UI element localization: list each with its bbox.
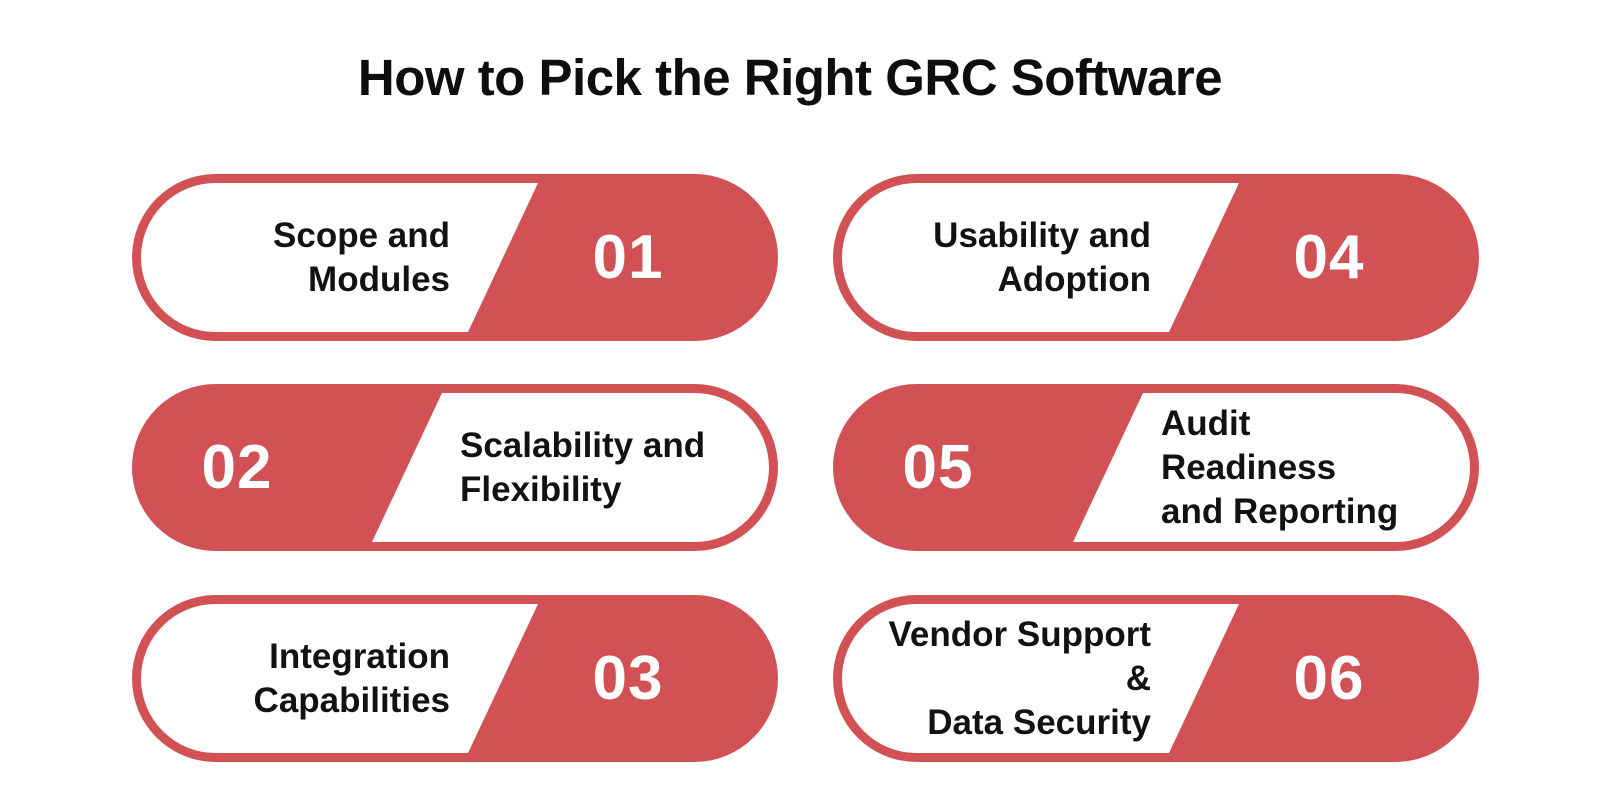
step-label-03: Integration Capabilities bbox=[254, 635, 450, 723]
step-label-zone-05: Audit Readiness and Reporting bbox=[1073, 393, 1470, 542]
step-label-zone-02: Scalability and Flexibility bbox=[372, 393, 769, 542]
step-label-02-line1: Scalability and bbox=[460, 425, 706, 465]
page-title: How to Pick the Right GRC Software bbox=[357, 49, 1223, 107]
step-label-03-line1: Integration bbox=[269, 636, 450, 676]
step-label-zone-01: Scope and Modules bbox=[141, 183, 538, 332]
step-label-05-line1: Audit Readiness bbox=[1161, 403, 1337, 487]
step-label-06: Vendor Support & Data Security bbox=[882, 613, 1151, 745]
step-label-01: Scope and Modules bbox=[273, 214, 450, 302]
step-pill-04: Usability and Adoption 04 bbox=[833, 174, 1479, 341]
step-label-03-line2: Capabilities bbox=[253, 680, 450, 720]
step-number-01: 01 bbox=[592, 223, 664, 292]
step-label-zone-04: Usability and Adoption bbox=[842, 183, 1239, 332]
step-label-06-line2: Data Security bbox=[927, 702, 1151, 742]
step-label-06-line1: Vendor Support & bbox=[888, 614, 1151, 698]
step-label-01-line2: Modules bbox=[308, 259, 450, 299]
step-pill-02: Scalability and Flexibility 02 bbox=[132, 384, 778, 551]
step-number-04: 04 bbox=[1293, 223, 1365, 292]
step-number-05: 05 bbox=[902, 433, 974, 502]
step-pill-03: Integration Capabilities 03 bbox=[132, 595, 778, 762]
step-label-02: Scalability and Flexibility bbox=[460, 424, 705, 512]
step-label-05: Audit Readiness and Reporting bbox=[1161, 402, 1430, 534]
step-label-04: Usability and Adoption bbox=[933, 214, 1151, 302]
step-number-02: 02 bbox=[201, 433, 273, 502]
step-label-04-line2: Adoption bbox=[997, 259, 1151, 299]
step-label-zone-03: Integration Capabilities bbox=[141, 604, 538, 753]
step-label-05-line2: and Reporting bbox=[1161, 491, 1399, 531]
step-number-03: 03 bbox=[592, 644, 664, 713]
step-pill-06: Vendor Support & Data Security 06 bbox=[833, 595, 1479, 762]
step-label-02-line2: Flexibility bbox=[460, 469, 622, 509]
step-number-06: 06 bbox=[1293, 644, 1365, 713]
step-label-zone-06: Vendor Support & Data Security bbox=[842, 604, 1239, 753]
step-label-01-line1: Scope and bbox=[273, 215, 450, 255]
step-label-04-line1: Usability and bbox=[933, 215, 1151, 255]
step-pill-05: Audit Readiness and Reporting 05 bbox=[833, 384, 1479, 551]
step-pill-01: Scope and Modules 01 bbox=[132, 174, 778, 341]
